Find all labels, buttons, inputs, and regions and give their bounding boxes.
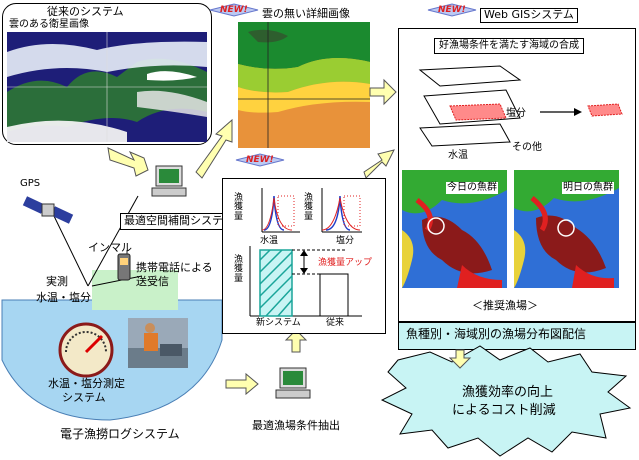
new-badge-graph: [235, 153, 285, 167]
cloudless-detail-image: [238, 22, 370, 148]
new-badge-webgis-text: NEW!: [438, 5, 466, 15]
synthesis-title: 好漁場条件を満たす海域の合成: [434, 38, 584, 54]
graph-increase-label: 漁獲量アップ: [318, 258, 373, 268]
graph-catch-bottom-label: 漁獲量: [234, 255, 244, 284]
cloudless-image-title: 雲の無い詳細画像: [262, 7, 350, 20]
arrow-graph-to-webgis: [363, 149, 395, 179]
new-badge-graph-text: NEW!: [246, 155, 274, 165]
mobile-phone-icon: [117, 250, 131, 281]
highlight-stripe: [449, 103, 507, 121]
salt-bell-red: [321, 197, 361, 231]
cost-starburst: [380, 345, 632, 457]
bar-conventional: [319, 273, 349, 317]
sensor-label-2: システム: [62, 391, 106, 404]
tomorrow-school-marker: [557, 219, 575, 237]
arrow-log-to-extract: [225, 372, 259, 396]
graph-salt-label: 塩分: [336, 236, 355, 246]
inmarsat-label: インマル: [88, 241, 132, 254]
graph-temp-label: 水温: [260, 236, 279, 246]
graph-new-system-label: 新システム: [256, 318, 301, 328]
arrow-distribution-down: [448, 349, 472, 369]
arrow-conventional-to-pc: [107, 147, 149, 177]
conventional-system-title: 従来のシステム: [47, 5, 124, 18]
extraction-label: 最適漁場条件抽出: [252, 419, 340, 432]
distribution-label: 魚種別・海域別の漁場分布図配信: [406, 327, 587, 341]
computer-icon: [151, 165, 187, 197]
graph-catch-left-label: 漁獲量: [234, 193, 244, 222]
new-badge-cloudless: [209, 3, 259, 17]
measurement-label-2: 水温・塩分: [36, 291, 91, 304]
synthesis-arrowhead: [574, 108, 582, 116]
measurement-label-1: 実測: [46, 275, 68, 288]
webgis-title: Web GISシステム: [480, 8, 578, 23]
mobile-label-2: 送受信: [136, 275, 169, 288]
other-layer-label: その他: [512, 142, 542, 153]
tomorrow-school-label: 明日の魚群: [562, 182, 614, 194]
layer-sheet-mid: [423, 89, 521, 125]
temp-bell-blue: [263, 195, 285, 231]
arrow-extract-to-graph: [284, 329, 308, 353]
distribution-banner: [398, 322, 636, 350]
graph-catch-mid-label: 漁獲量: [304, 193, 314, 222]
layer-sheet-bottom: [419, 123, 511, 147]
extraction-computer-icon: [275, 367, 311, 399]
temp-bell-red: [261, 197, 293, 231]
gauge-icon: [58, 322, 114, 378]
gps-satellite-icon: [22, 196, 74, 224]
comm-line-inmarsat: [87, 195, 139, 287]
arrow-pc-to-cloudless: [195, 118, 233, 179]
recommended-area-label: ＜推奨漁場＞: [472, 299, 538, 312]
gps-label: GPS: [20, 178, 41, 189]
conventional-system-panel: 従来のシステム 雲のある衛星画像: [2, 3, 212, 145]
salt-bell-blue: [325, 195, 351, 231]
sensor-label-1: 水温・塩分測定: [48, 377, 125, 390]
cloudy-satellite-image: [7, 32, 207, 142]
sea-surface-highlight: [92, 270, 178, 310]
today-school-marker: [427, 217, 445, 235]
salt-range-dots: [343, 195, 361, 227]
result-stripe: [587, 103, 623, 117]
arrow-cloudless-to-webgis: [369, 78, 397, 106]
mobile-label-1: 携帯電話による: [136, 261, 213, 274]
cloudy-image-label: 雲のある衛星画像: [9, 19, 89, 30]
graph-conventional-label: 従来: [326, 318, 345, 328]
today-school-label: 今日の魚群: [446, 182, 498, 194]
new-badge-cloudless-text: NEW!: [220, 5, 248, 15]
temp-range-dots: [277, 195, 295, 227]
layer-sheet-top: [418, 65, 522, 87]
comm-line-mobile: [91, 275, 143, 287]
fisherman-photo: [128, 318, 188, 368]
salinity-layer-label: 塩分: [506, 108, 526, 119]
cost-line-1: 漁獲効率の向上: [462, 385, 554, 400]
water-temp-layer-label: 水温: [448, 150, 468, 161]
cost-line-2: によるコスト削減: [452, 403, 556, 418]
log-system-label: 電子漁撈ログシステム: [60, 427, 180, 441]
comm-line-gps: [53, 215, 89, 287]
new-badge-webgis: [427, 3, 477, 17]
